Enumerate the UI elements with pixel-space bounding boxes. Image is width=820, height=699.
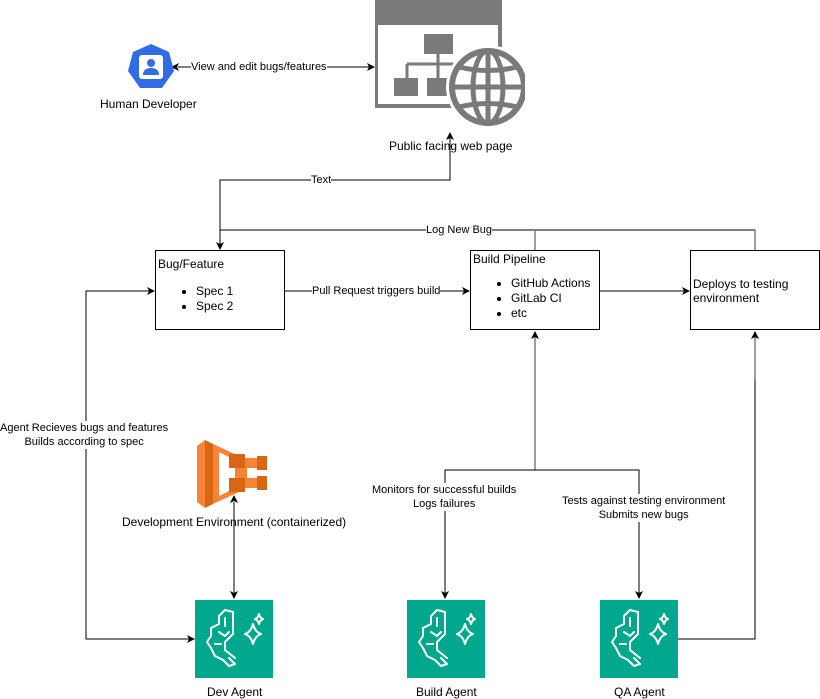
text-label: Text <box>311 173 332 187</box>
qa-agent-edge-line2: Submits new bugs <box>598 509 689 521</box>
spec-item: Spec 1 <box>196 284 233 299</box>
container-service-icon <box>197 440 272 508</box>
build-pipeline-tools: GitHub Actions GitLab CI etc <box>471 276 590 321</box>
build-agent-edge-label: Monitors for successful builds Logs fail… <box>372 483 517 511</box>
dev-agent-icon <box>195 600 273 678</box>
human-developer-label: Human Developer <box>100 97 197 111</box>
spec-item: Spec 2 <box>196 299 233 314</box>
build-agent-edge-line1: Monitors for successful builds <box>372 484 517 496</box>
build-pipeline-box: Build Pipeline GitHub Actions GitLab CI … <box>470 250 600 330</box>
qa-agent-label: QA Agent <box>614 685 665 699</box>
web-page-label: Public facing web page <box>389 139 513 153</box>
build-pipeline-title: Build Pipeline <box>473 252 546 266</box>
dev-agent-edge-line2: Builds according to spec <box>24 436 144 448</box>
tool-item: GitHub Actions <box>511 276 590 291</box>
web-page-icon <box>374 0 530 132</box>
build-agent-edge-line2: Logs failures <box>412 498 476 510</box>
build-agent-label: Build Agent <box>416 685 477 699</box>
tool-item: etc <box>511 306 590 321</box>
human-developer-icon <box>126 42 176 92</box>
log-new-bug-label: Log New Bug <box>426 223 493 237</box>
edge-agents-split <box>444 469 640 598</box>
dev-agent-edge-label: Agent Recieves bugs and features Builds … <box>0 421 169 449</box>
dev-agent-label: Dev Agent <box>207 685 263 699</box>
qa-agent-icon <box>600 600 678 678</box>
bug-feature-box: Bug/Feature Spec 1 Spec 2 <box>155 250 285 330</box>
deploy-box: Deploys to testing environment <box>690 250 820 330</box>
view-edit-label: View and edit bugs/features <box>191 60 327 74</box>
pull-request-label: Pull Request triggers build <box>312 284 441 298</box>
dev-env-label: Development Environment (containerized) <box>122 515 347 529</box>
bug-feature-specs: Spec 1 Spec 2 <box>156 284 233 314</box>
build-agent-icon <box>407 600 485 678</box>
qa-agent-edge-label: Tests against testing environment Submit… <box>562 494 726 522</box>
deploy-title: Deploys to testing environment <box>693 277 789 305</box>
edge-dev-agent <box>85 287 194 640</box>
edge-qa-deploy <box>678 332 756 640</box>
bug-feature-title: Bug/Feature <box>158 257 225 271</box>
tool-item: GitLab CI <box>511 291 590 306</box>
qa-agent-edge-line1: Tests against testing environment <box>562 495 726 507</box>
dev-agent-edge-line1: Agent Recieves bugs and features <box>0 422 169 434</box>
